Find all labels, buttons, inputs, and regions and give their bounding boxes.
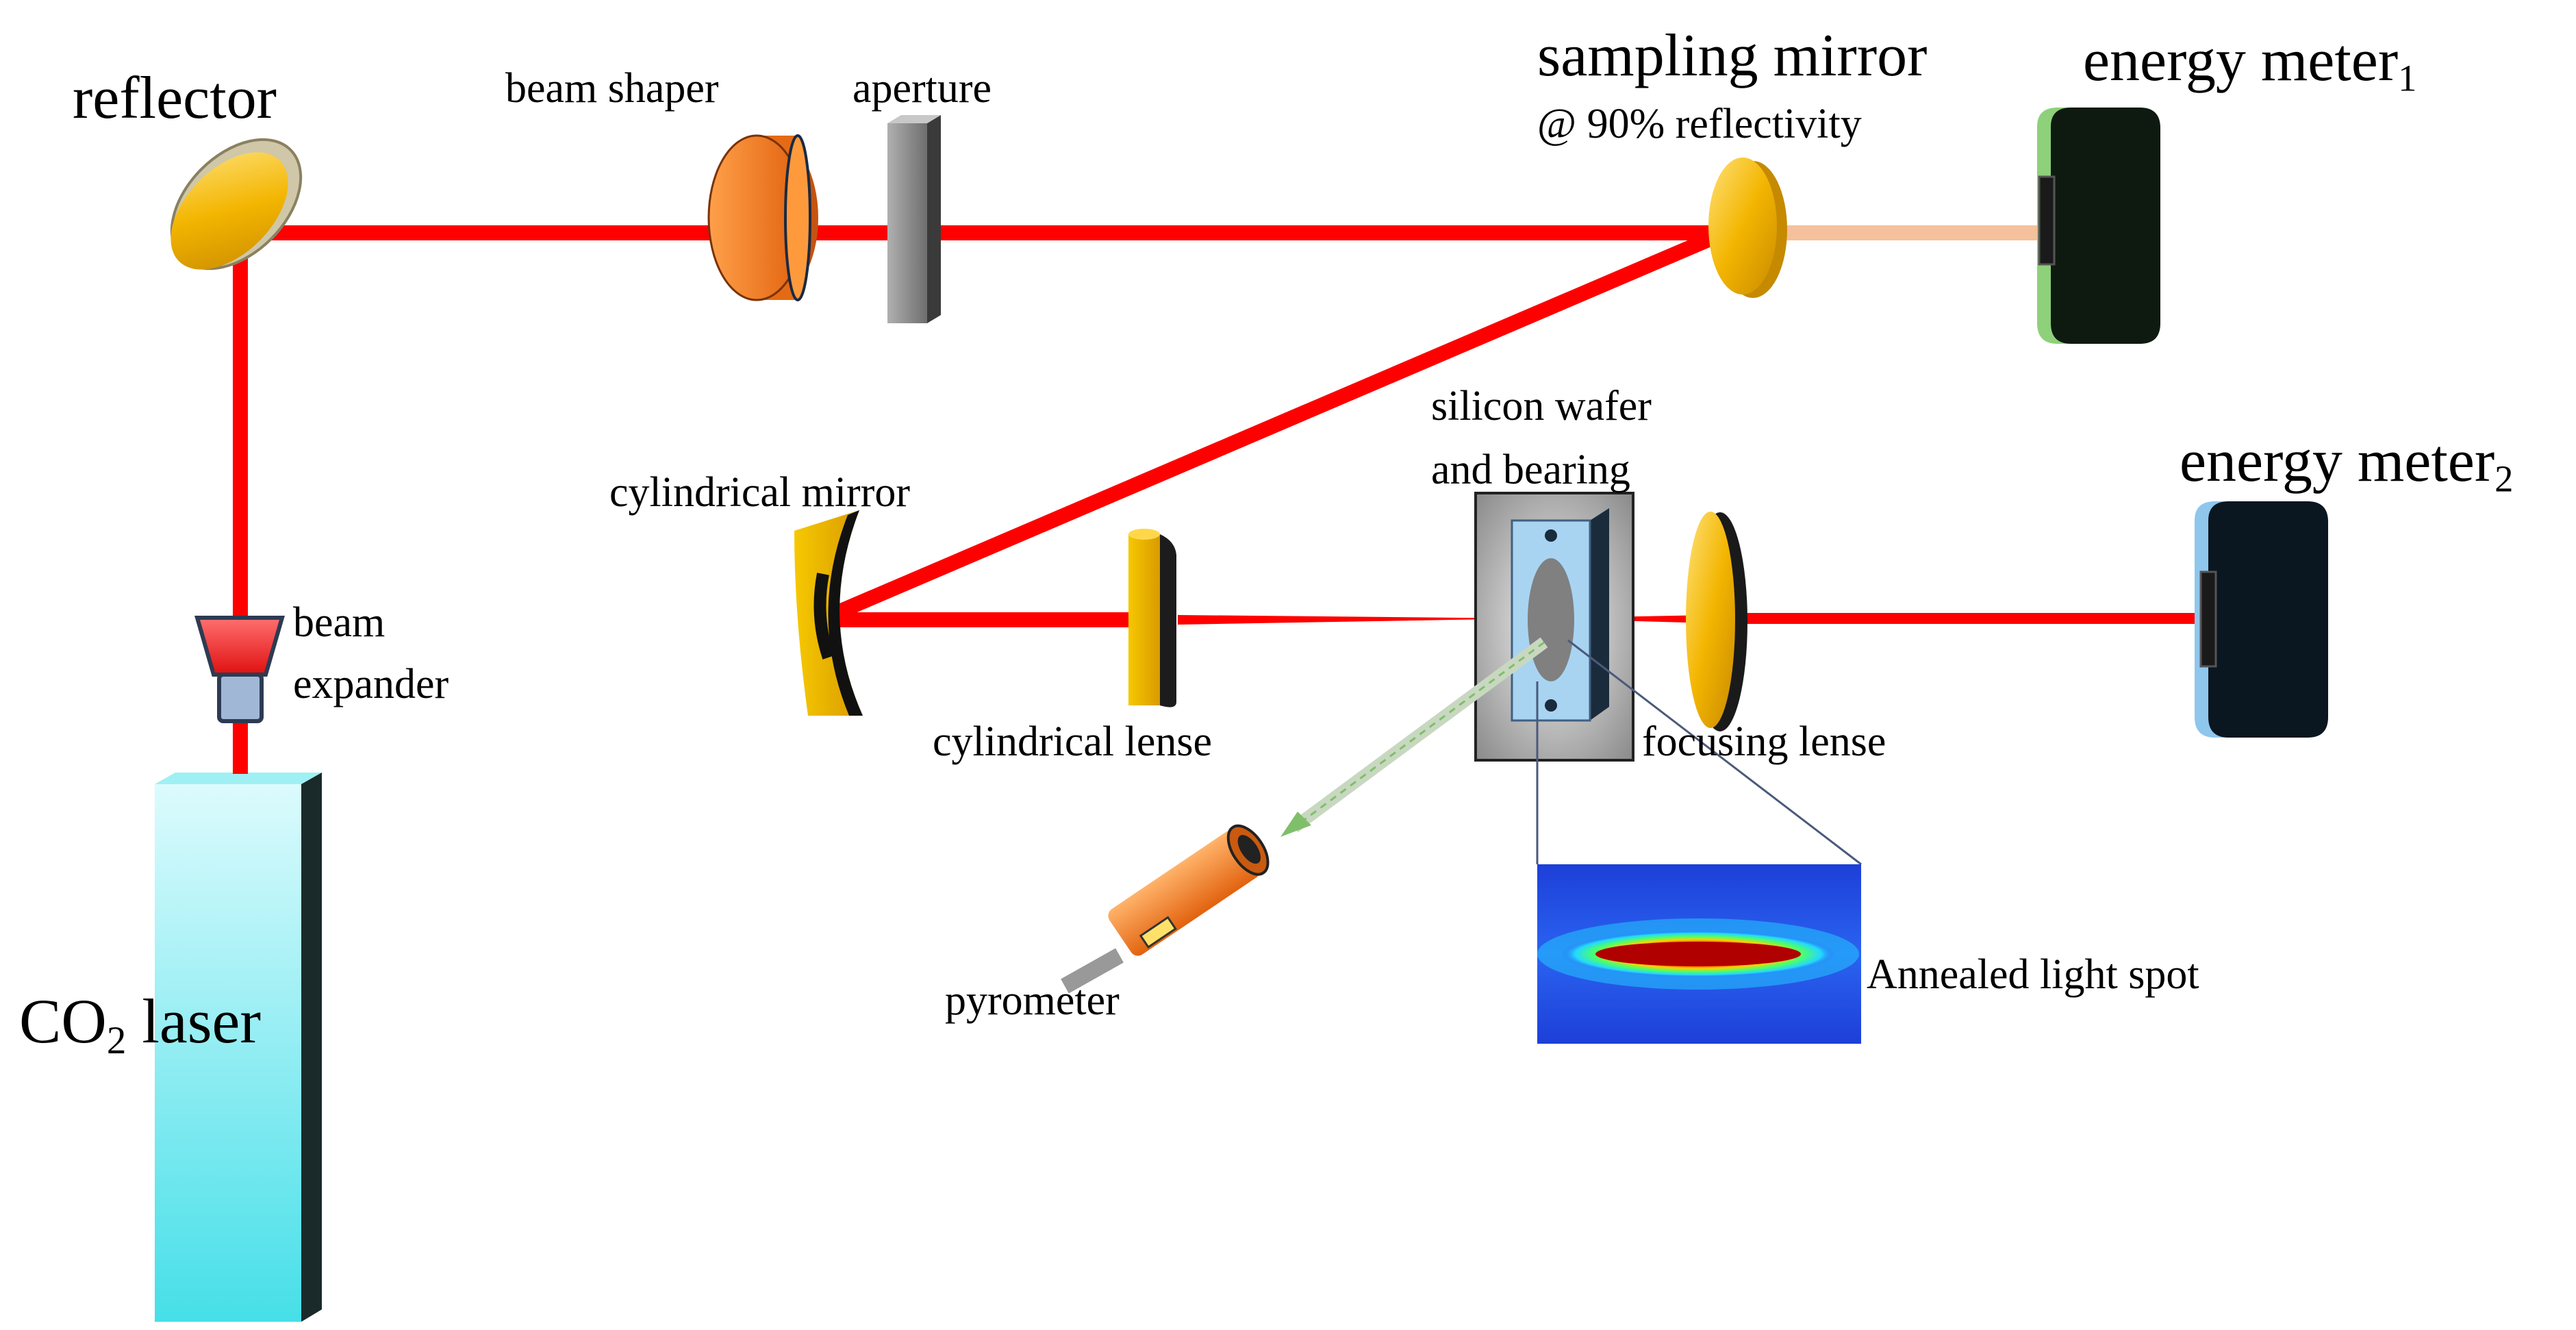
focusing-lense-label: focusing lense bbox=[1642, 718, 1886, 765]
co2-laser-suffix: laser bbox=[142, 986, 261, 1056]
silicon-wafer-label-line1: silicon wafer bbox=[1431, 383, 1652, 429]
laser-beam-path bbox=[233, 222, 2219, 774]
beam-expander-label-line2: expander bbox=[293, 661, 449, 707]
pyrometer-label: pyrometer bbox=[945, 977, 1120, 1024]
aperture bbox=[887, 115, 941, 323]
beam-shaper-label: beam shaper bbox=[505, 65, 719, 112]
cylindrical-mirror-label: cylindrical mirror bbox=[609, 469, 910, 516]
aperture-label: aperture bbox=[853, 65, 992, 112]
cylindrical-lens bbox=[1128, 529, 1176, 707]
co2-laser-label: CO2 laser bbox=[19, 990, 261, 1060]
cylindrical-mirror bbox=[794, 510, 863, 716]
energy-meter-1-subscript: 1 bbox=[2398, 57, 2417, 99]
beam-expander-label-line1: beam bbox=[293, 599, 386, 646]
annealed-light-spot-image bbox=[1537, 864, 1861, 1044]
co2-laser-subscript: 2 bbox=[106, 1018, 127, 1062]
sampling-mirror-reflectivity: @ 90% reflectivity bbox=[1537, 101, 1862, 147]
silicon-wafer-label-line2: and bearing bbox=[1431, 447, 1630, 493]
beam-shaper bbox=[707, 134, 818, 301]
energy-meter-2-label: energy meter2 bbox=[2180, 428, 2513, 498]
energy-meter-1 bbox=[2037, 108, 2160, 344]
energy-meter-2-subscript: 2 bbox=[2495, 457, 2514, 500]
energy-meter-1-label: energy meter1 bbox=[2083, 31, 2416, 97]
reflector-mirror bbox=[170, 138, 303, 271]
sampling-mirror bbox=[1708, 158, 1787, 298]
beam-expander bbox=[194, 616, 285, 723]
sampling-mirror-label: sampling mirror bbox=[1537, 23, 1928, 89]
cylindrical-lense-label: cylindrical lense bbox=[933, 718, 1212, 765]
annealed-light-spot-label: Annealed light spot bbox=[1867, 951, 2199, 998]
pyrometer bbox=[1061, 824, 1270, 994]
silicon-wafer-holder bbox=[1474, 492, 1634, 762]
energy-meter-2-text: energy meter bbox=[2180, 428, 2495, 494]
pyrometer-sight-line bbox=[1280, 637, 1548, 837]
energy-meter-2 bbox=[2195, 501, 2328, 738]
inset-leader-lines bbox=[1536, 639, 1862, 866]
reflector-label: reflector bbox=[73, 65, 277, 131]
co2-laser bbox=[155, 773, 322, 1322]
focusing-lens bbox=[1686, 512, 1747, 731]
energy-meter-1-text: energy meter bbox=[2083, 27, 2399, 94]
co2-laser-prefix: CO bbox=[19, 986, 107, 1056]
